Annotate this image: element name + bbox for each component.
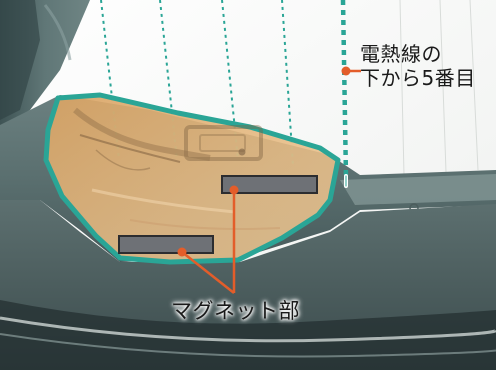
magnet-bar-lower [118,235,214,254]
bracket-details [73,107,281,230]
seat-edge-line [0,333,496,358]
seat-shadow [0,300,496,370]
pillar-shadow [0,0,40,120]
magnet-callout-dot-upper [229,185,239,195]
heater-wire-callout: 電熱線の 下から5番目 [360,42,476,90]
shelf-edge [340,174,496,205]
magnet-bar-upper [221,175,318,194]
magnet-callout-leaders [181,190,236,294]
heater-callout-dot [341,66,351,76]
highlighted-mounting-area [43,92,341,265]
seat-edge-highlight [0,316,496,343]
glass-reflection-lines [399,0,479,176]
heater-wire-label-line1: 電熱線の [360,42,442,66]
heater-wire-label-line2: 下から5番目 [360,66,476,90]
pillar-highlight [43,4,72,61]
magnet-part-callout: マグネット部 [171,299,300,323]
magnet-callout-dot-lower [177,247,187,257]
